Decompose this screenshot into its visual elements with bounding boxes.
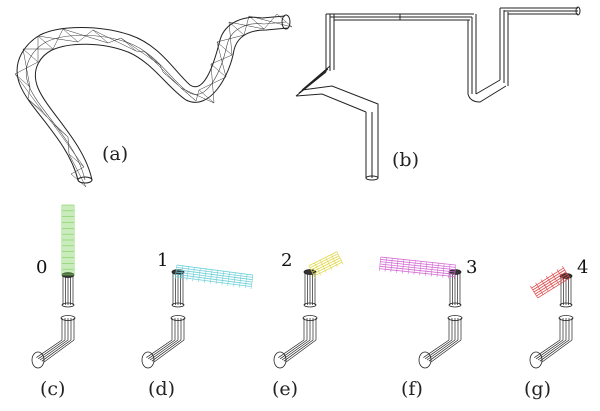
panel-c-label: (c) <box>40 378 65 400</box>
panel-a-mesh-tube: (a) <box>14 13 293 188</box>
panel-e-base-stub <box>303 269 317 308</box>
panel-f-lower-elbow <box>418 315 463 369</box>
panel-e-segment-2 <box>308 251 344 279</box>
panel-f-segment-3 <box>378 256 457 279</box>
panel-d-lower-elbow <box>141 315 186 369</box>
panel-b-polyline-tube: (b) <box>295 6 581 181</box>
panel-c-base-stub <box>61 272 75 308</box>
panel-f-base-stub <box>448 269 462 308</box>
segment-number-1: 1 <box>157 250 168 271</box>
panel-g-label: (g) <box>524 378 551 400</box>
panel-d-label: (d) <box>148 378 175 400</box>
panel-f-label: (f) <box>401 378 423 400</box>
panel-e-lower-elbow <box>273 315 318 369</box>
panel-e-label: (e) <box>272 378 298 400</box>
bottom-row <box>31 204 574 369</box>
segment-number-0: 0 <box>36 257 47 278</box>
segment-number-2: 2 <box>281 250 292 271</box>
panel-g-lower-elbow <box>529 315 574 369</box>
panel-a-label: (a) <box>102 143 128 165</box>
panel-c-lower-elbow <box>31 315 76 369</box>
panel-c-segment-0 <box>61 204 75 276</box>
panel-g-segment-4 <box>530 265 570 299</box>
segment-number-4: 4 <box>577 257 588 278</box>
panel-g-base-stub <box>559 273 573 308</box>
segment-number-3: 3 <box>466 257 477 278</box>
panel-b-label: (b) <box>392 149 419 171</box>
panel-d-segment-1 <box>174 264 254 289</box>
